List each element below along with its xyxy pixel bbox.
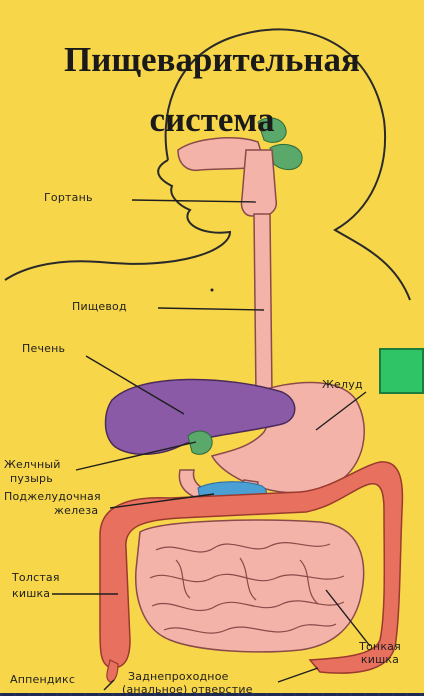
label-gallbladder-line2: пузырь — [10, 472, 53, 485]
green-marker-box[interactable] — [379, 348, 424, 394]
label-larynx: Гортань — [44, 191, 93, 204]
label-esophagus: Пищевод — [72, 300, 127, 313]
label-small-intestine-line2: кишка — [346, 653, 414, 666]
label-colon-line2: кишка — [12, 587, 50, 600]
label-pancreas-line2: железа — [54, 504, 98, 517]
dot-marker — [211, 289, 214, 292]
label-stomach: Желуд — [322, 378, 363, 391]
label-appendix: Аппендикс — [10, 673, 75, 686]
small-intestine-organ — [136, 520, 364, 652]
pharynx — [241, 150, 276, 216]
page-title-line1: Пищеварительная — [0, 40, 424, 80]
label-small-intestine-line1: Тонкая — [346, 640, 414, 653]
label-gallbladder-line1: Желчный — [4, 458, 61, 471]
page-title-line2: система — [0, 100, 424, 140]
label-pancreas-line1: Поджелудочная — [4, 490, 101, 503]
label-colon-line1: Толстая — [12, 571, 60, 584]
label-liver: Печень — [22, 342, 65, 355]
label-anus-line1: Заднепроходное — [128, 670, 229, 683]
label-anus-line2: (анальное) отверстие — [122, 683, 253, 696]
